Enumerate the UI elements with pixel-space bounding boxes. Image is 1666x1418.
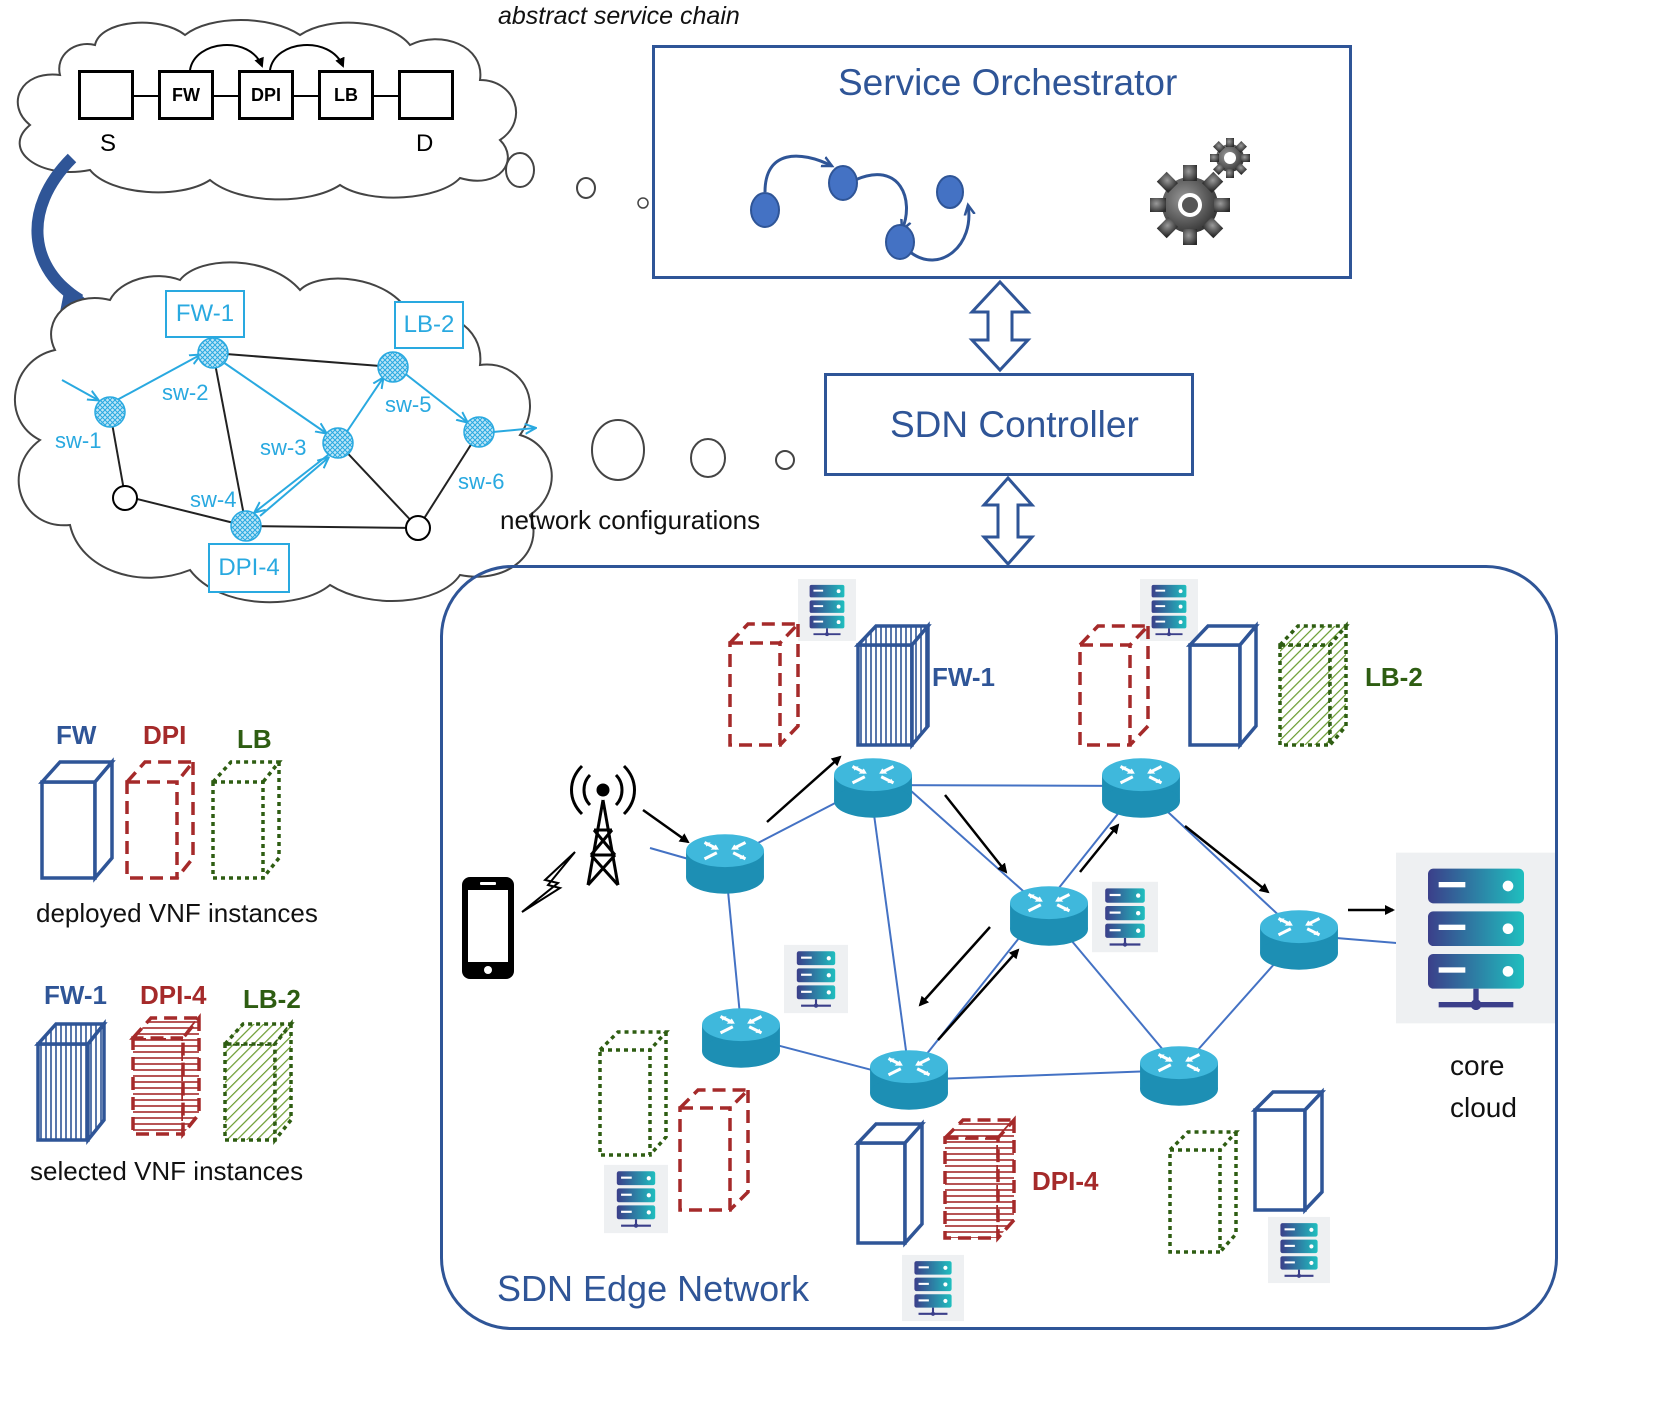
switch-label-sw3: sw-3	[260, 435, 307, 460]
network-config-caption: network configurations	[500, 505, 761, 535]
switch-label-sw2: sw-2	[162, 380, 209, 405]
chain-node-fw: FW	[158, 70, 214, 120]
core-cloud-label-line1: core	[1450, 1050, 1505, 1081]
switch-label-sw5: sw-5	[385, 392, 432, 417]
service-orchestrator-box	[652, 45, 1352, 279]
dpi4-instance-label: DPI-4	[208, 543, 290, 593]
core-cloud-label-line2: cloud	[1450, 1092, 1517, 1123]
switch-label-sw4: sw-4	[190, 487, 237, 512]
chain-dest-box	[398, 70, 454, 120]
sdn-edge-network-title: SDN Edge Network	[497, 1268, 810, 1309]
edge-fw1-label: FW-1	[932, 662, 996, 692]
chain-source-label: S	[100, 130, 117, 157]
gears-icon	[1133, 129, 1259, 262]
legend-selected-caption: selected VNF instances	[30, 1156, 304, 1186]
switch-label-sw6: sw-6	[458, 469, 505, 494]
legend-deployed-dpi: DPI	[143, 720, 187, 750]
edge-dpi4-label: DPI-4	[1032, 1166, 1099, 1196]
controller-edge-arrow	[980, 475, 1036, 567]
chain-node-dpi: DPI	[238, 70, 294, 120]
cell-tower-icon	[570, 764, 636, 887]
legend-boxes	[34, 757, 295, 1145]
phone-icon	[462, 877, 514, 979]
sdn-edge-network-box	[440, 565, 1558, 1330]
lightning-icon	[521, 851, 576, 913]
legend-selected-dpi4: DPI-4	[140, 980, 207, 1010]
sdn-controller-box	[824, 373, 1194, 476]
service-orchestrator-title: Service Orchestrator	[838, 62, 1178, 103]
legend-deployed-lb: LB	[237, 724, 272, 754]
sdn-controller-title: SDN Controller	[890, 404, 1139, 445]
vnf-boxes	[598, 621, 1350, 1254]
legend-deployed-fw: FW	[56, 720, 97, 750]
legend-selected-fw1: FW-1	[44, 980, 108, 1010]
legend-deployed-caption: deployed VNF instances	[36, 898, 318, 928]
lb2-instance-label: LB-2	[394, 301, 464, 349]
fw1-instance-label: FW-1	[165, 290, 245, 338]
chain-node-lb: LB	[318, 70, 374, 120]
switch-label-sw1: sw-1	[55, 428, 102, 453]
edge-lb2-label: LB-2	[1365, 662, 1423, 692]
chain-source-box	[78, 70, 134, 120]
orchestrator-controller-arrow	[968, 279, 1032, 373]
legend-selected-lb2: LB-2	[243, 984, 301, 1014]
abstract-chain-caption: abstract service chain	[498, 2, 740, 30]
chain-dest-label: D	[416, 130, 434, 157]
